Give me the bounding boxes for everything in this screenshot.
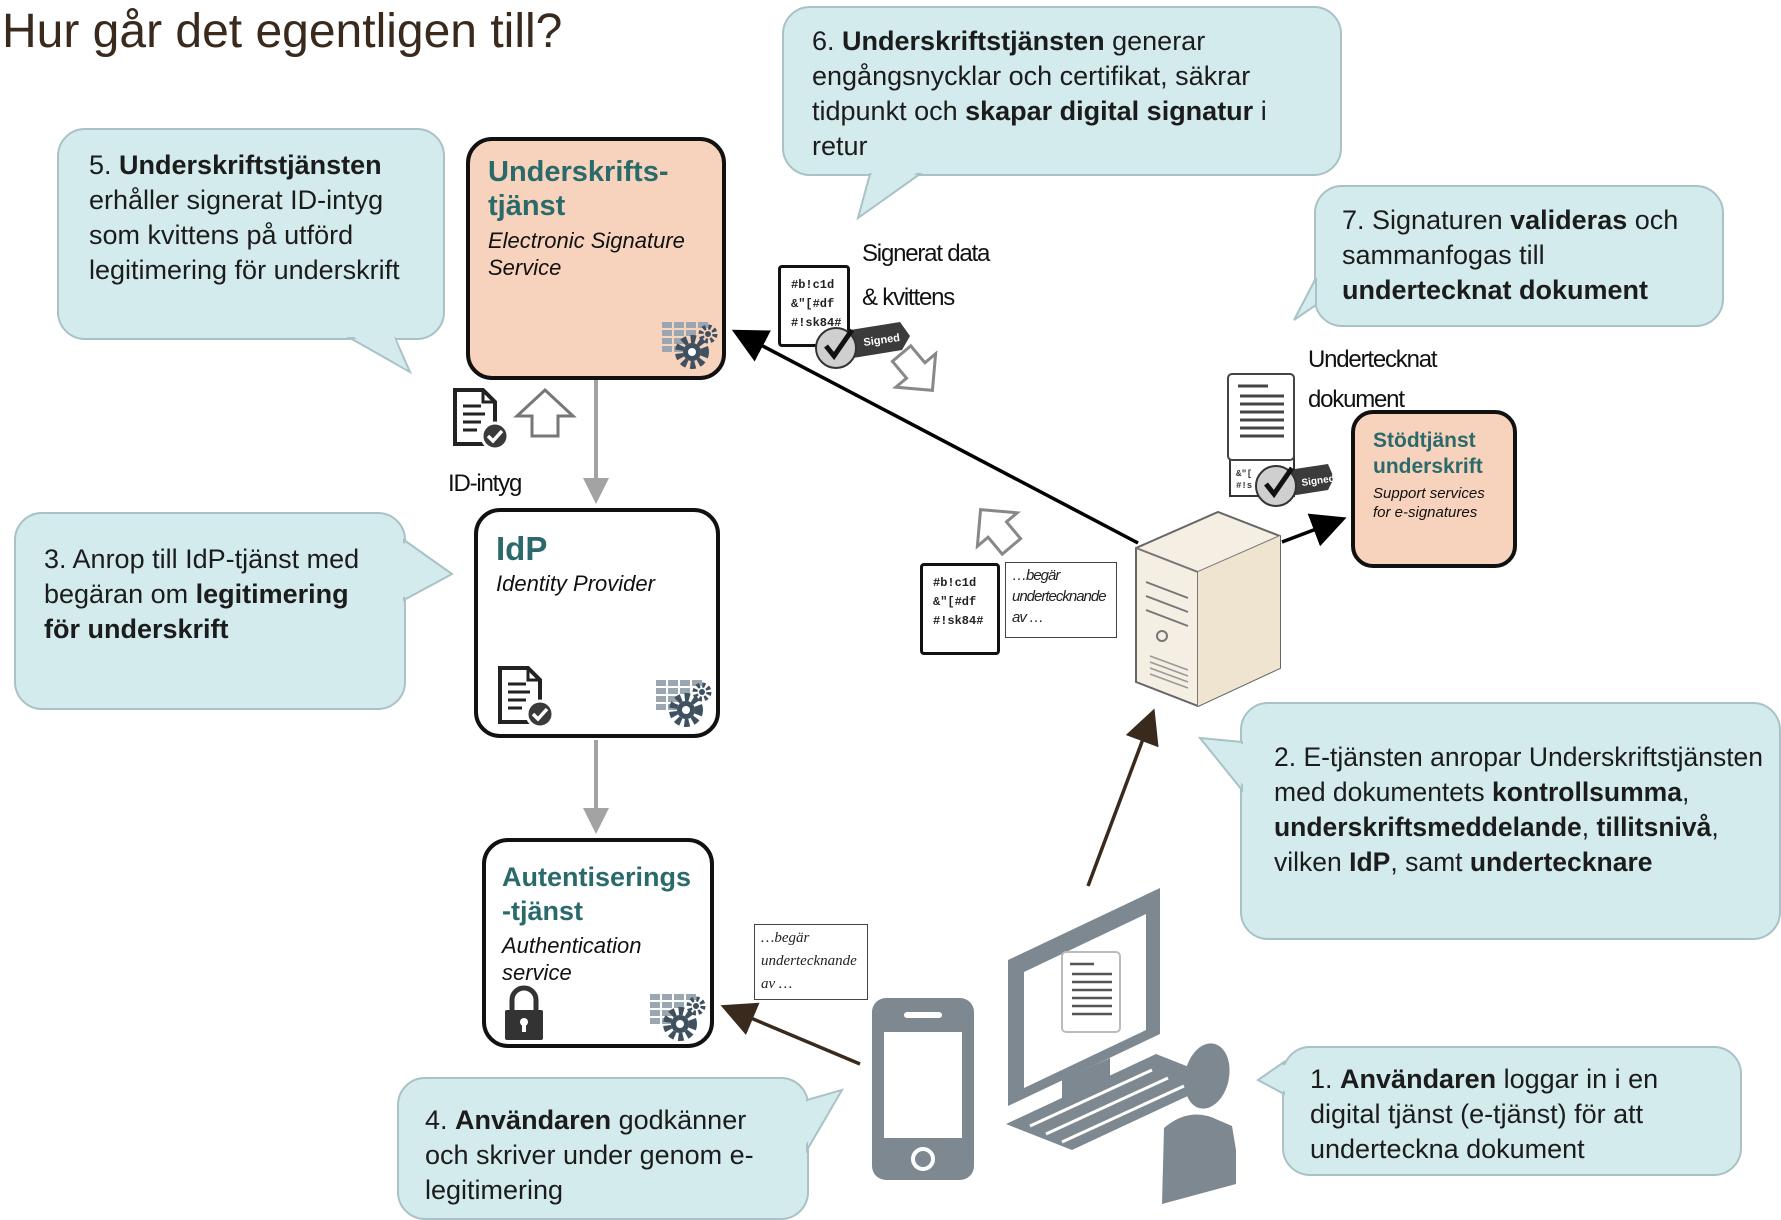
svg-text:&"[: &"[ bbox=[1236, 469, 1252, 479]
support-service-heading: Stödtjänst underskrift bbox=[1373, 429, 1483, 478]
support-service-subtitle: Support services for e-signatures bbox=[1373, 485, 1485, 521]
idp-heading: IdP bbox=[496, 530, 548, 567]
request-data-document: #b!c1d &"[#df #!sk84# bbox=[920, 563, 1000, 655]
signed-document-label-1: Undertecknat bbox=[1308, 346, 1438, 373]
computer-icon bbox=[1006, 888, 1222, 1150]
arrow-signing-to-idp bbox=[583, 380, 609, 504]
step-7-bubble: 7. Signaturen valideras och sammanfogas … bbox=[1314, 185, 1724, 327]
id-intyg-label: ID-intyg bbox=[448, 470, 522, 497]
arrow-idp-to-auth bbox=[583, 740, 609, 834]
step-5-bubble: 5. Underskriftstjänsten erhåller signera… bbox=[57, 128, 445, 340]
auth-service-heading: Autentiserings -tjänst bbox=[502, 862, 692, 926]
signing-service-heading: Underskrifts- tjänst bbox=[488, 156, 669, 222]
lock-icon bbox=[505, 985, 543, 1040]
arrow-phone-to-auth bbox=[720, 1002, 861, 1066]
arrow-computer-to-server bbox=[1086, 708, 1159, 887]
signed-seal-icon: Signed bbox=[815, 322, 910, 369]
hollow-arrow-down-right-icon bbox=[890, 343, 938, 393]
arrow-server-to-signing bbox=[731, 329, 1139, 545]
signing-service-subtitle: Electronic Signature Service bbox=[488, 228, 685, 280]
signed-badge-text: Signed bbox=[863, 332, 901, 349]
phone-icon bbox=[872, 998, 974, 1180]
signing-service-box: Underskrifts- tjänst Electronic Signatur… bbox=[466, 137, 726, 380]
receipt-label: & kvittens bbox=[862, 284, 955, 311]
signed-data-label: Signerat data bbox=[862, 240, 990, 267]
step-2-bubble: 2. E-tjänsten anropar Underskriftstjänst… bbox=[1240, 702, 1781, 940]
hollow-arrow-up-icon bbox=[513, 387, 577, 438]
step-4-bubble: 4. Användaren godkänner och skriver unde… bbox=[397, 1077, 809, 1220]
signed-badge-text: Signed bbox=[1301, 473, 1336, 489]
hollow-arrow-up-left-icon bbox=[975, 507, 1023, 557]
idp-subtitle: Identity Provider bbox=[496, 571, 655, 596]
arrow-server-to-support bbox=[1281, 513, 1347, 547]
signed-document-icon: &"[ #!s Signed bbox=[1227, 373, 1336, 507]
auth-service-subtitle: Authentication service bbox=[502, 933, 642, 985]
user-icon bbox=[1162, 1043, 1236, 1204]
step-3-bubble: 3. Anrop till IdP-tjänst med begäran om … bbox=[14, 512, 406, 710]
svg-text:#!s: #!s bbox=[1236, 481, 1252, 491]
step-1-bubble: 1. Användaren loggar in i en digital tjä… bbox=[1282, 1046, 1742, 1176]
step-6-bubble: 6. Underskriftstjänsten generar engångsn… bbox=[782, 6, 1342, 176]
server-icon bbox=[1135, 510, 1281, 708]
request-note-server: …begär underteckn­ande av … bbox=[1005, 562, 1117, 638]
signed-document-label-2: dokument bbox=[1308, 386, 1405, 413]
request-note-phone: …begär undertecknande av … bbox=[754, 924, 868, 1000]
support-service-box: Stödtjänst underskrift Support services … bbox=[1351, 410, 1517, 568]
page-title: Hur går det egentligen till? bbox=[2, 5, 563, 58]
